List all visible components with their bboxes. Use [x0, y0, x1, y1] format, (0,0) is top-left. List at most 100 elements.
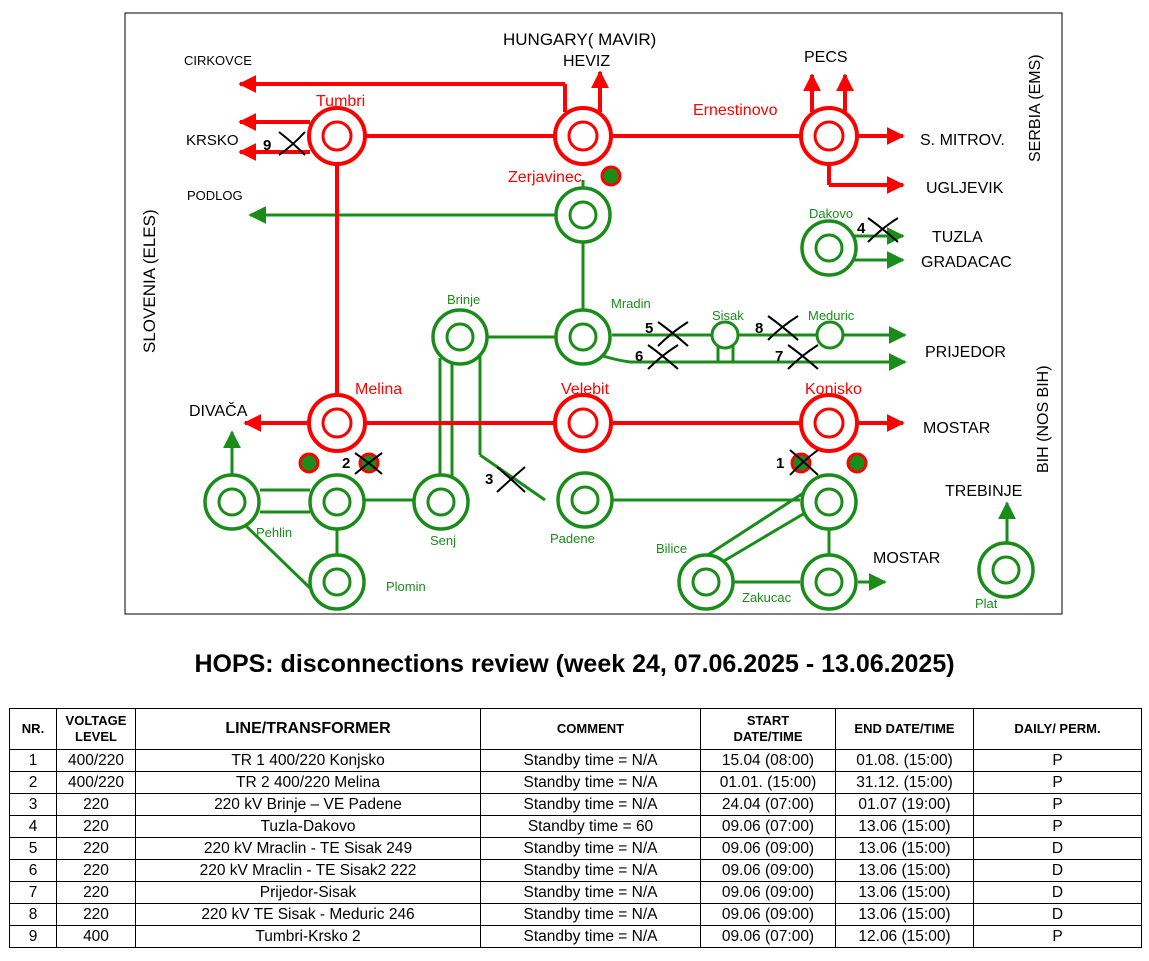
marker-7: 7	[775, 348, 783, 365]
cell-voltage: 220	[56, 859, 136, 882]
station-pehlin	[203, 473, 261, 531]
cell-end: 01.08. (15:00)	[835, 749, 974, 772]
cell-daily: P	[973, 793, 1142, 816]
station-heviz	[553, 106, 613, 166]
cell-comment: Standby time = N/A	[480, 903, 701, 926]
label-hungary: HUNGARY( MAVIR)	[503, 30, 656, 49]
cross-icon	[657, 321, 689, 347]
cell-voltage: 400/220	[56, 771, 136, 794]
cell-comment: Standby time = N/A	[480, 749, 701, 772]
cell-voltage: 220	[56, 837, 136, 860]
label-krsko: KRSKO	[186, 132, 239, 149]
cell-comment: Standby time = N/A	[480, 837, 701, 860]
label-slovenia: SLOVENIA (ELES)	[140, 209, 159, 353]
cross-icon	[496, 466, 526, 493]
cross-icon	[867, 217, 899, 243]
cell-start: 09.06 (07:00)	[700, 925, 836, 948]
cell-voltage: 220	[56, 815, 136, 838]
cell-start: 15.04 (08:00)	[700, 749, 836, 772]
cell-start: 09.06 (09:00)	[700, 837, 836, 860]
station-label-plomin: Plomin	[386, 579, 426, 594]
cell-voltage: 400/220	[56, 749, 136, 772]
cross-icon	[278, 131, 306, 156]
cell-voltage: 220	[56, 793, 136, 816]
cell-end: 01.07 (19:00)	[835, 793, 974, 816]
cell-daily: P	[973, 815, 1142, 838]
header-voltage-line1: VOLTAGE	[65, 713, 127, 728]
cell-start: 09.06 (09:00)	[700, 903, 836, 926]
label-heviz: HEVIZ	[563, 53, 610, 70]
cell-nr: 1	[9, 749, 57, 772]
label-serbia: SERBIA (EMS)	[1027, 54, 1044, 162]
label-mostar-1: MOSTAR	[923, 420, 990, 437]
cross-icon	[789, 449, 819, 476]
cell-comment: Standby time = N/A	[480, 771, 701, 794]
station-tumbri	[307, 106, 367, 166]
station-bilice	[677, 553, 735, 611]
station-ernestinovo	[799, 106, 859, 166]
marker-9: 9	[263, 137, 271, 154]
station-label-ernestinovo: Ernestinovo	[693, 102, 778, 119]
station-mraclin	[554, 308, 612, 366]
cell-line: 220 kV Brinje – VE Padene	[135, 793, 481, 816]
station-padene	[556, 471, 614, 529]
station-label-mraclin: Mradin	[611, 296, 651, 311]
station-konjsko	[799, 393, 859, 453]
station-label-zakucac: Zakucac	[742, 590, 792, 605]
station-label-konjsko: Konjsko	[805, 381, 862, 398]
cell-line: 220 kV Mraclin - TE Sisak 249	[135, 837, 481, 860]
cell-start: 24.04 (07:00)	[700, 793, 836, 816]
transformer-zerjavinec	[600, 165, 622, 187]
transformer-melina-a	[298, 452, 320, 474]
station-label-meduric: Meduric	[808, 308, 855, 323]
label-trebinje: TREBINJE	[945, 483, 1022, 500]
cell-line: Tumbri-Krsko 2	[135, 925, 481, 948]
cell-daily: P	[973, 771, 1142, 794]
cell-start: 09.06 (09:00)	[700, 881, 836, 904]
label-divaca: DIVAČA	[189, 401, 248, 420]
cell-end: 31.12. (15:00)	[835, 771, 974, 794]
cell-nr: 8	[9, 903, 57, 926]
page-title: HOPS: disconnections review (week 24, 07…	[194, 650, 955, 678]
cell-end: 13.06 (15:00)	[835, 815, 974, 838]
cell-nr: 6	[9, 859, 57, 882]
lines-220kv	[223, 180, 1016, 591]
lines-400kv	[238, 70, 905, 432]
disconnection-crosses	[278, 131, 899, 493]
cell-comment: Standby time = N/A	[480, 881, 701, 904]
station-label-pehlin: Pehlin	[256, 525, 292, 540]
station-label-melina: Melina	[355, 381, 402, 398]
cross-icon	[354, 452, 383, 475]
cell-end: 13.06 (15:00)	[835, 837, 974, 860]
label-podlog: PODLOG	[187, 188, 243, 203]
station-label-plat: Plat	[975, 596, 998, 611]
grid-diagram: HUNGARY( MAVIR) HEVIZ PECS CIRKOVCE KRSK…	[124, 12, 1063, 615]
cell-nr: 3	[9, 793, 57, 816]
cell-nr: 9	[9, 925, 57, 948]
station-label-velebit: Velebit	[561, 381, 610, 398]
cross-icon	[767, 315, 799, 341]
cell-nr: 2	[9, 771, 57, 794]
cell-line: Tuzla-Dakovo	[135, 815, 481, 838]
station-melina	[307, 393, 367, 453]
station-label-tumbri: Tumbri	[316, 93, 365, 110]
station-label-padene: Padene	[550, 531, 595, 546]
cell-daily: D	[973, 881, 1142, 904]
label-mostar-2: MOSTAR	[873, 550, 940, 567]
station-zakucac	[800, 553, 858, 611]
marker-5: 5	[645, 320, 653, 337]
marker-2: 2	[342, 455, 350, 472]
cell-end: 13.06 (15:00)	[835, 881, 974, 904]
cell-line: TR 2 400/220 Melina	[135, 771, 481, 794]
station-velebit	[553, 393, 613, 453]
marker-3: 3	[485, 471, 493, 488]
cell-nr: 4	[9, 815, 57, 838]
